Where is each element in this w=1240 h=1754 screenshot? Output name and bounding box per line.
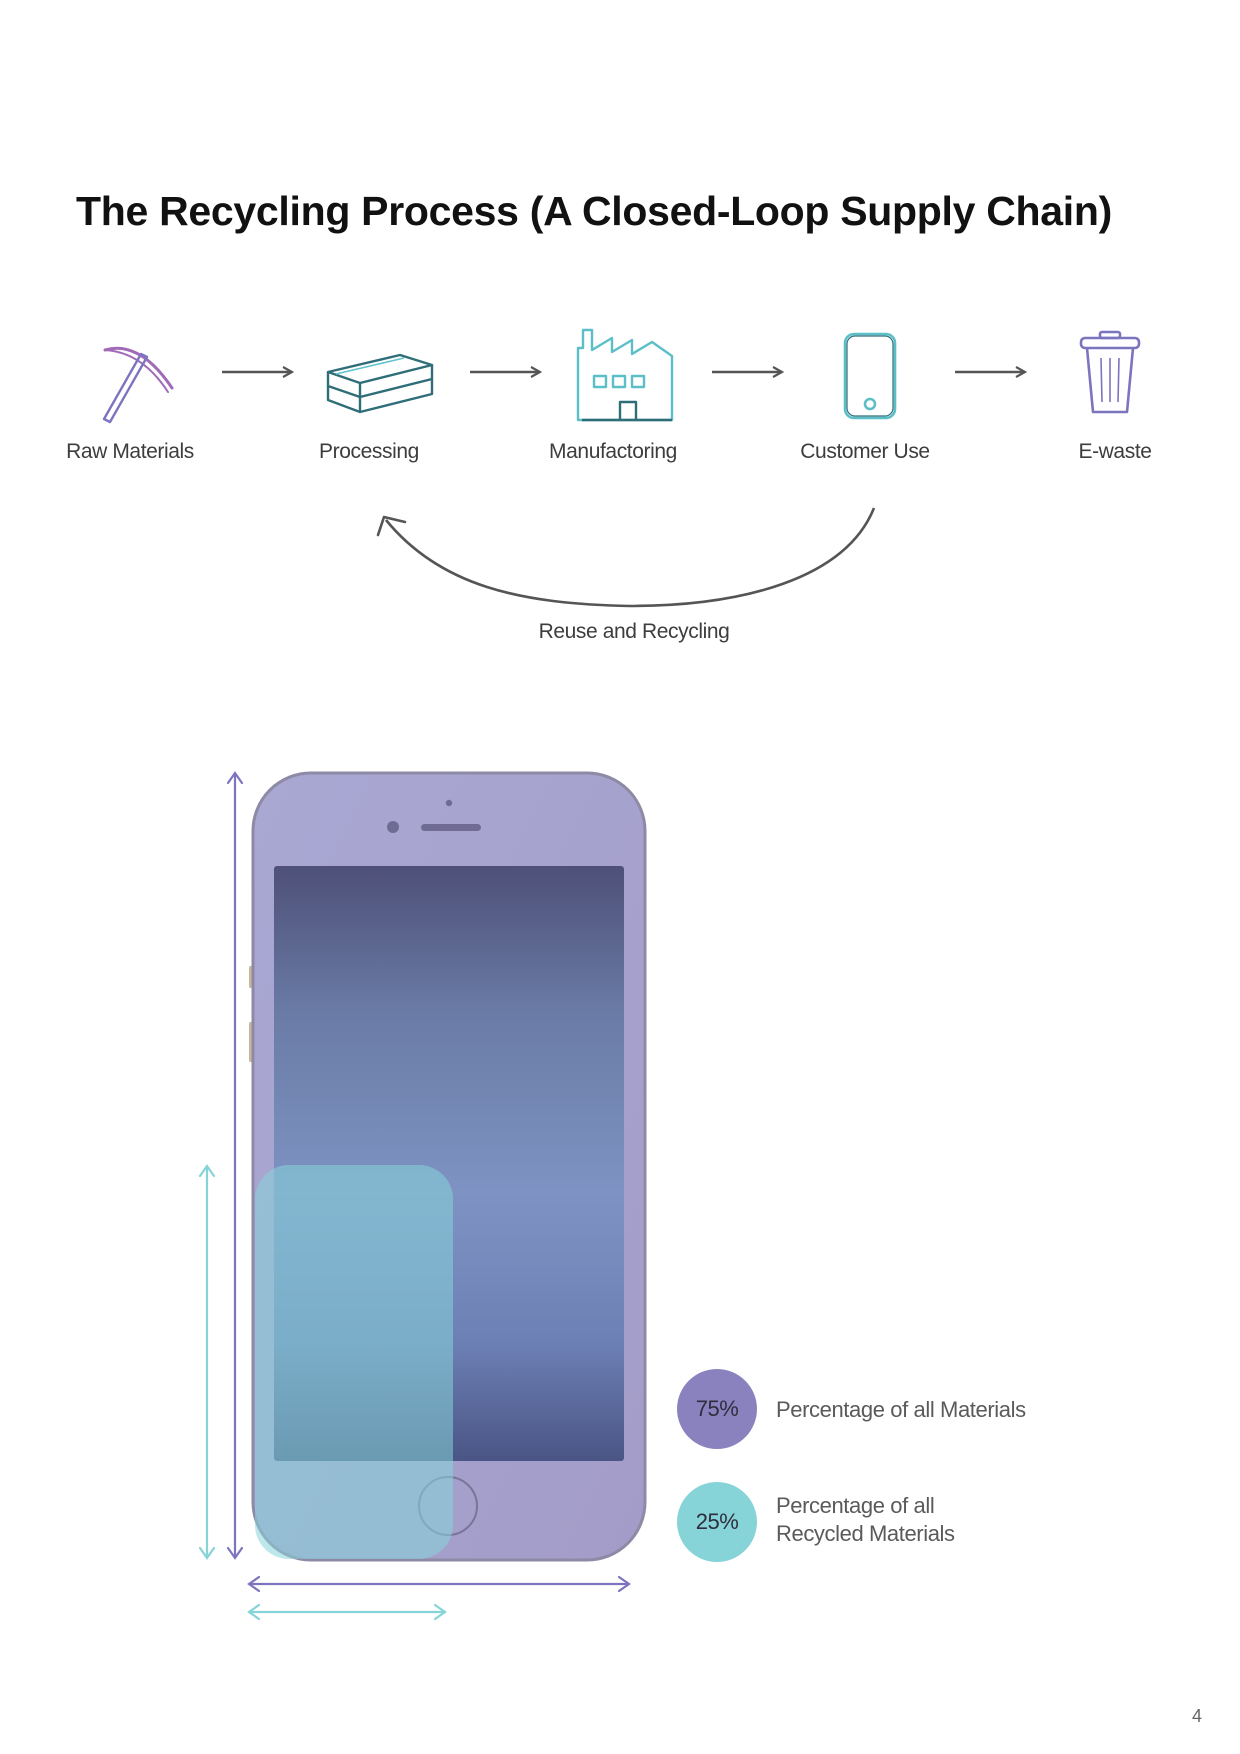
legend-label-all-materials: Percentage of all Materials — [776, 1396, 1096, 1424]
height-dimension-all — [226, 771, 244, 1560]
pickaxe-icon — [102, 346, 174, 424]
recycled-share-overlay — [255, 1165, 453, 1559]
legend-label-recycled-materials: Percentage of all Recycled Materials — [776, 1492, 1096, 1548]
smartphone-icon — [843, 332, 897, 420]
height-dimension-recycled — [198, 1164, 216, 1560]
step-label-processing: Processing — [319, 440, 419, 463]
trash-can-icon — [1079, 330, 1141, 414]
legend-label-line: Percentage of all — [776, 1493, 935, 1518]
step-label-e-waste: E-waste — [1078, 440, 1152, 463]
step-label-customer-use: Customer Use — [800, 440, 930, 463]
legend-label-line: Recycled Materials — [776, 1521, 955, 1546]
step-label-manufactoring: Manufactoring — [549, 440, 677, 463]
legend-dot-recycled-materials: 25% — [677, 1482, 757, 1562]
page-title: The Recycling Process (A Closed-Loop Sup… — [76, 188, 1112, 234]
factory-icon — [576, 328, 674, 422]
legend-dot-all-materials: 75% — [677, 1369, 757, 1449]
width-dimension-recycled — [247, 1603, 447, 1621]
loop-label: Reuse and Recycling — [538, 620, 730, 643]
width-dimension-all — [247, 1575, 631, 1593]
step-label-raw-materials: Raw Materials — [66, 440, 194, 463]
page-number: 4 — [1191, 1706, 1202, 1726]
reuse-loop-arrow — [384, 507, 876, 608]
legend-label-line: Percentage of all Materials — [776, 1397, 1026, 1422]
stacked-bars-icon — [326, 353, 434, 414]
reuse-arrowhead — [376, 515, 407, 537]
